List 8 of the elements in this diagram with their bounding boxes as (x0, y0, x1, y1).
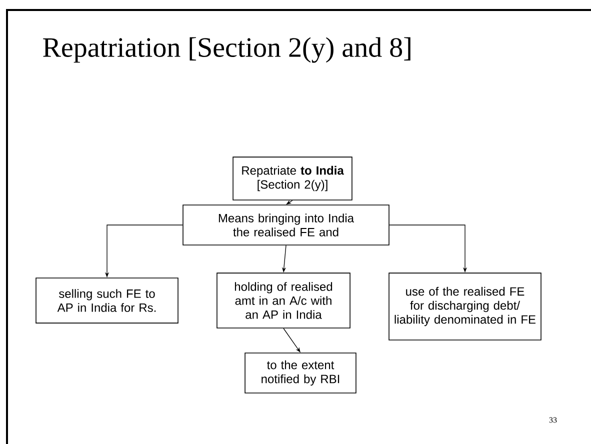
text-box: holding of realised amt in an A/c with an AP in India (216, 272, 350, 328)
text-box: to the extent notified by RBI (244, 352, 356, 394)
text-box: selling such FE to AP in India for Rs. (36, 278, 178, 324)
text-box: use of the realised FE for discharging debt/ liability denominated in FE (388, 272, 542, 340)
text-box: Repatriate to India [Section 2(y)] (232, 156, 352, 200)
page-number: 33 (549, 417, 557, 423)
slide-title: Repatriation [Section 2(y) and 8] (43, 37, 410, 63)
text-box: Means bringing into India the realised FE and (182, 204, 390, 246)
